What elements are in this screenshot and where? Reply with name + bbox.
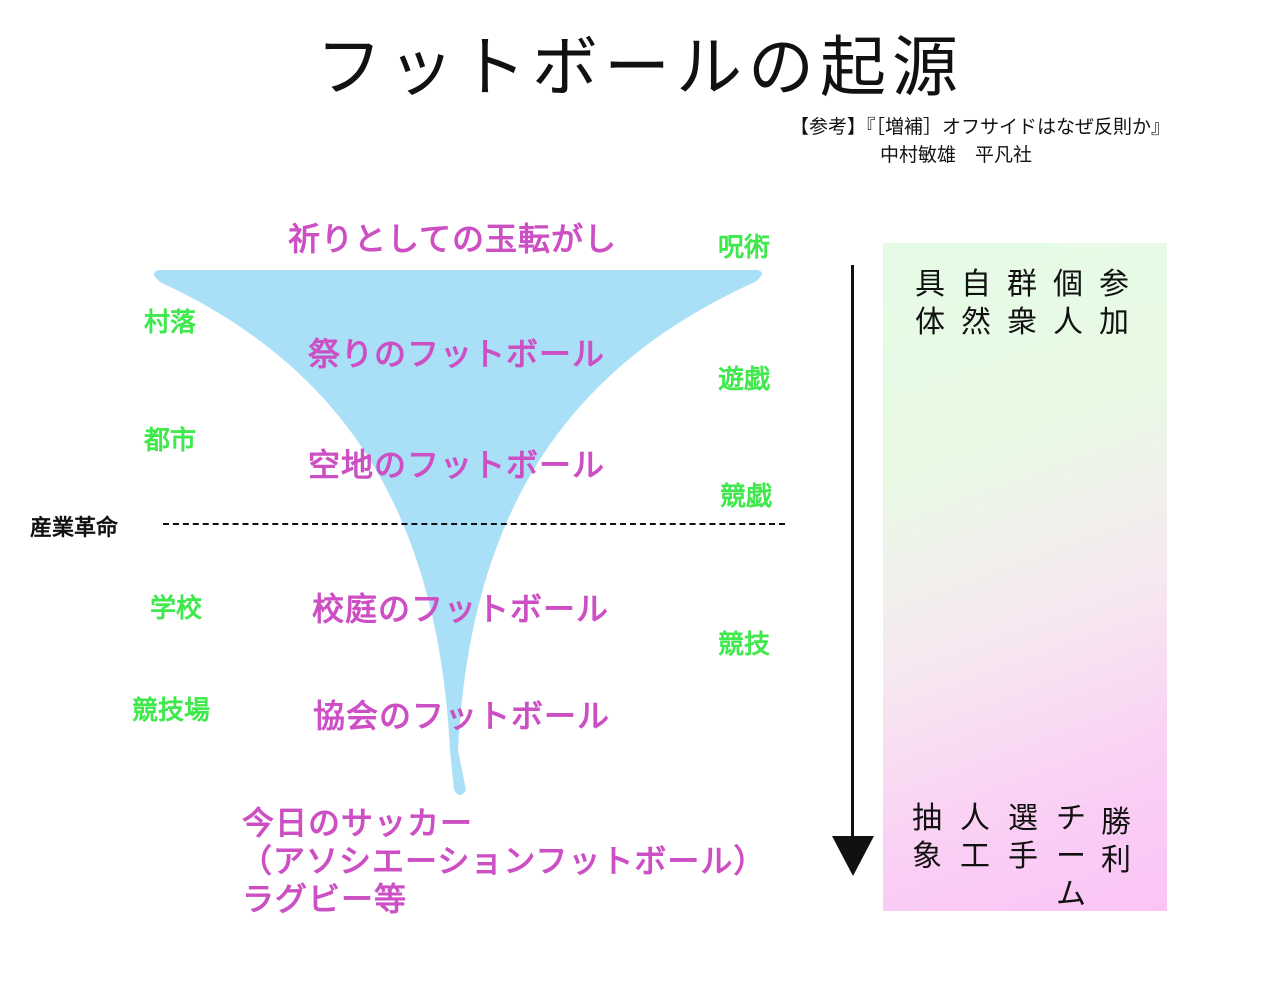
axis-char: 選	[1008, 801, 1038, 836]
axis-char: 人	[960, 801, 990, 836]
type-play: 遊戯	[718, 365, 771, 395]
reference-author: 中村敏雄 平凡社	[880, 144, 1033, 166]
final-soccer: 今日のサッカー	[242, 804, 474, 842]
type-game: 競戯	[720, 482, 773, 512]
axis-char: 衆	[1007, 305, 1037, 340]
axis-char: 手	[1008, 839, 1038, 874]
place-school: 学校	[150, 594, 203, 624]
reference-book: 【参考】『［増補］オフサイドはなぜ反則か』	[790, 116, 1171, 138]
axis-char: 具	[915, 267, 945, 302]
axis-top-concrete: 具 体	[915, 266, 945, 342]
axis-gradient-panel	[883, 243, 1167, 911]
axis-char: 個	[1053, 267, 1083, 302]
axis-char: 利	[1101, 843, 1131, 878]
axis-bottom-player: 選 手	[1008, 800, 1038, 876]
place-stadium: 競技場	[132, 696, 211, 726]
type-competition: 競技	[718, 630, 771, 660]
place-village: 村落	[144, 308, 197, 338]
type-magic: 呪術	[718, 233, 771, 263]
axis-char: 人	[1053, 305, 1083, 340]
axis-bottom-victory: 勝 利	[1101, 804, 1131, 880]
axis-char: 自	[961, 267, 991, 302]
axis-char: 加	[1099, 305, 1129, 340]
axis-char: 参	[1099, 267, 1129, 302]
axis-top-natural: 自 然	[961, 266, 991, 342]
axis-top-participation: 参 加	[1099, 266, 1129, 342]
axis-char: 抽	[912, 801, 942, 836]
axis-bottom-team: チ ー ム	[1056, 800, 1086, 914]
stage-prayer: 祈りとしての玉転がし	[288, 220, 618, 258]
industrial-revolution-label: 産業革命	[30, 516, 119, 541]
axis-char: ム	[1056, 877, 1086, 912]
axis-top-crowd: 群 衆	[1007, 266, 1037, 342]
axis-bottom-artificial: 人 工	[960, 800, 990, 876]
axis-char: 然	[961, 305, 991, 340]
axis-top-individual: 個 人	[1053, 266, 1083, 342]
funnel-body	[154, 270, 763, 795]
axis-char: 群	[1007, 267, 1037, 302]
stage-vacant-lot: 空地のフットボール	[308, 446, 606, 484]
place-city: 都市	[144, 426, 197, 456]
stage-festival: 祭りのフットボール	[308, 335, 606, 373]
axis-char: 体	[915, 305, 945, 340]
axis-bottom-abstract: 抽 象	[912, 800, 942, 876]
arrow-down-icon	[832, 836, 874, 876]
industrial-revolution-divider	[163, 523, 785, 525]
axis-char: 象	[912, 839, 942, 874]
final-rugby: ラグビー等	[242, 880, 408, 918]
arrow-shaft	[851, 265, 854, 840]
final-association-football: （アソシエーションフットボール）	[240, 842, 767, 880]
stage-association: 協会のフットボール	[313, 697, 611, 735]
stage-schoolyard: 校庭のフットボール	[312, 590, 610, 628]
page-title: フットボールの起源	[316, 29, 964, 106]
axis-char: ー	[1056, 839, 1086, 874]
axis-char: 工	[960, 839, 990, 874]
axis-char: チ	[1056, 801, 1086, 836]
axis-char: 勝	[1101, 805, 1131, 840]
